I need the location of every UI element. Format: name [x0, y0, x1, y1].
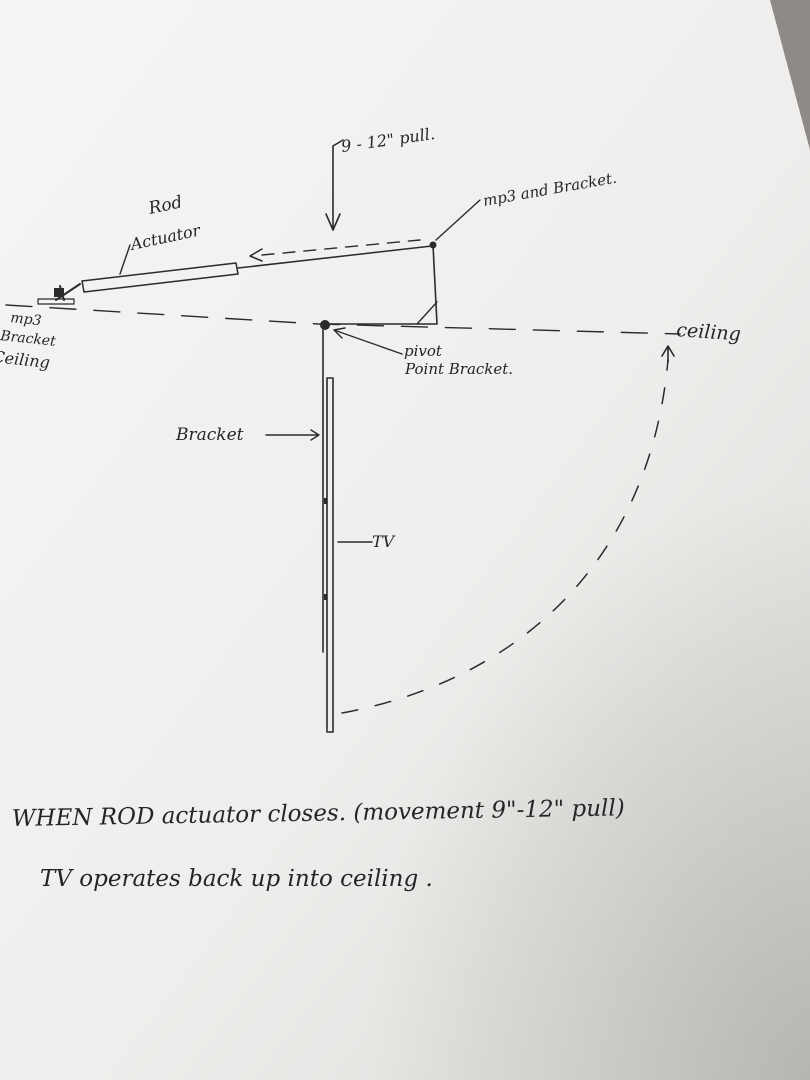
- rod-label-pointer: [119, 244, 131, 275]
- ceiling-label-right: ceiling: [676, 319, 742, 345]
- tv-label: TV: [372, 532, 396, 551]
- pivot-arm: [325, 244, 438, 325]
- tv-bracket: [322, 329, 334, 733]
- pull-arrow: [325, 139, 344, 231]
- pivot-label-2: Point Bracket.: [404, 360, 513, 378]
- mp3-left-label: mp3: [10, 310, 43, 329]
- bracket-pointer: [265, 429, 320, 441]
- pivot-label-1: pivot: [404, 342, 443, 360]
- mp3-bracket-pointer: [435, 199, 481, 241]
- actuator-mount: [54, 288, 64, 297]
- pivot-point: [320, 320, 330, 330]
- pivot-pointer: [333, 329, 403, 355]
- swing-arc: [341, 359, 669, 714]
- retract-arrowhead: [249, 248, 263, 262]
- left-bracket: [37, 298, 75, 305]
- pivot-arrowhead: [333, 327, 346, 339]
- caption-line-2: TV operates back up into ceiling .: [40, 866, 433, 892]
- retract-dash-line: [261, 239, 421, 256]
- rod-actuator: [54, 245, 433, 301]
- swing-arrowhead: [661, 345, 675, 363]
- bracket-left-label: Bracket: [0, 328, 57, 350]
- bracket-label: Bracket: [175, 425, 244, 445]
- ceiling-line: [5, 304, 681, 335]
